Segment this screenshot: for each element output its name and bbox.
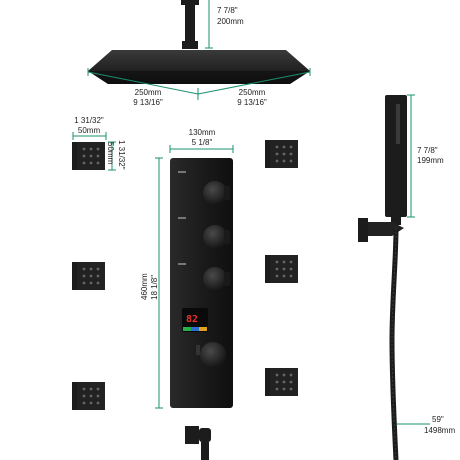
valve-width-dimension <box>169 145 234 153</box>
valve-height-mm: 460mm <box>140 273 149 300</box>
hose-length-inches: 59" <box>432 415 444 424</box>
head-right-mm: 250mm <box>238 88 266 97</box>
body-jet-mid-right <box>265 255 298 283</box>
valve-height-dimension <box>155 157 163 409</box>
arm-length-inches: 7 7/8" <box>217 6 238 15</box>
wand-length-mm: 199mm <box>417 156 444 165</box>
diverter-knob-3 <box>203 267 230 291</box>
shower-hose <box>389 227 399 460</box>
valve-width-inches: 5 1/8" <box>191 138 213 147</box>
display-readout: 82 <box>186 314 198 325</box>
body-jet-top-right <box>265 140 298 168</box>
ceiling-arm <box>181 0 199 49</box>
jet-height-inches: 1 31/32" <box>117 140 126 170</box>
arm-length-mm: 200mm <box>217 17 244 26</box>
diverter-knob-2 <box>203 225 230 249</box>
jet-height-dimension <box>108 141 116 171</box>
jet-width-dimension <box>72 132 107 140</box>
jet-width-inches: 1 31/32" <box>74 116 104 125</box>
body-jet-mid-left <box>72 262 105 290</box>
jet-height-mm: 50mm <box>106 142 115 165</box>
water-outlet-elbow <box>185 426 211 460</box>
wand-length-inches: 7 7/8" <box>417 146 438 155</box>
head-left-inches: 9 13/16" <box>133 98 163 107</box>
head-right-inches: 9 13/16" <box>237 98 267 107</box>
arm-dimension <box>205 0 213 49</box>
rain-shower-head <box>88 50 310 84</box>
thermostat-knob <box>196 342 226 368</box>
jet-width-mm: 50mm <box>77 126 101 135</box>
head-width-dimension <box>87 68 311 100</box>
wand-length-dimension <box>407 94 415 218</box>
hose-length-mm: 1498mm <box>424 426 456 435</box>
head-left-mm: 250mm <box>134 88 162 97</box>
valve-height-inches: 18 1/8" <box>150 274 159 300</box>
body-jet-top-left <box>72 142 105 170</box>
valve-width-mm: 130mm <box>188 128 216 137</box>
diverter-knob-1 <box>203 181 230 205</box>
temperature-display <box>182 308 208 332</box>
handheld-shower-wand <box>385 95 407 225</box>
body-jet-bottom-right <box>265 368 298 396</box>
body-jet-bottom-left <box>72 382 105 410</box>
